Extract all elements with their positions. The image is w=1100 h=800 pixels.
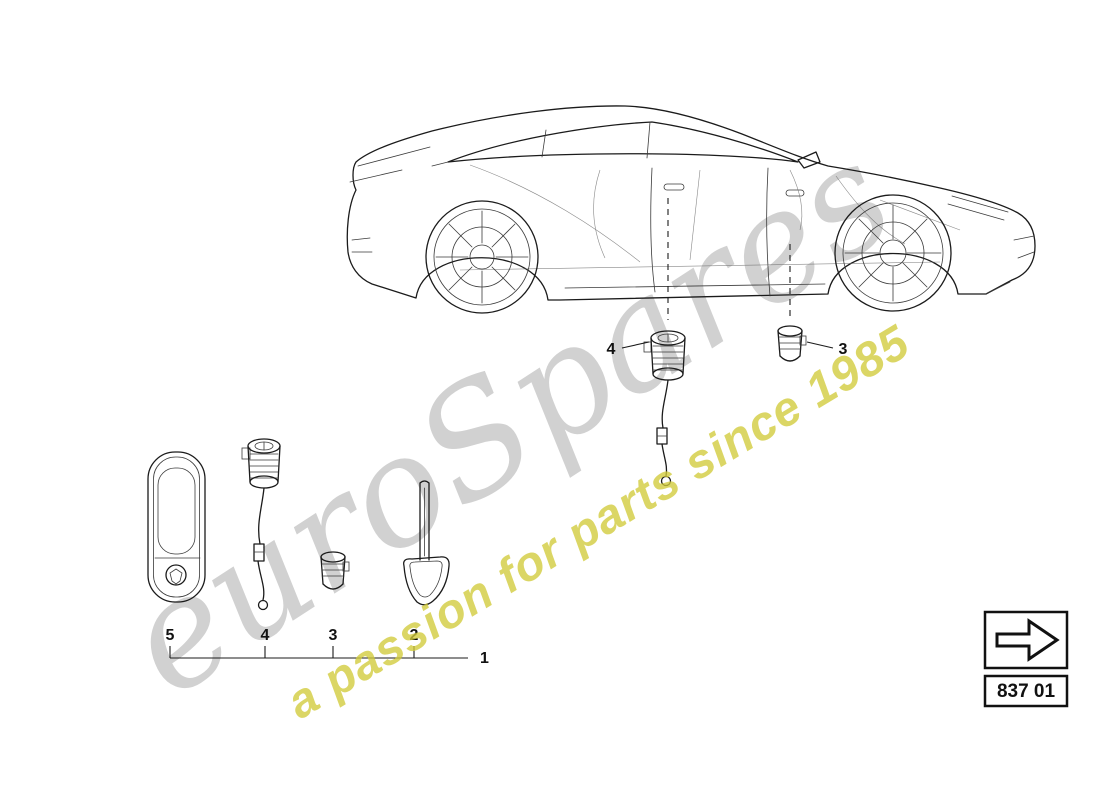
- callout-3-upper[interactable]: 3: [839, 341, 848, 358]
- lock-cable-upper: [661, 379, 669, 429]
- part-door-lock-with-cable-upper: [643, 330, 686, 487]
- door-seam-rear: [650, 167, 656, 293]
- side-mirror: [797, 151, 821, 169]
- barrel-ribs-lower: [321, 563, 345, 577]
- callout-leader-3-upper: [806, 341, 834, 349]
- b-pillar-line: [646, 121, 651, 159]
- callout-1-group[interactable]: 1: [480, 650, 489, 667]
- lock-body-ribs-upper: [652, 345, 684, 371]
- diagram-code-box: 837 01: [983, 674, 1069, 708]
- callout-leader-4-upper: [621, 341, 650, 349]
- key-logo-badge: [165, 564, 187, 586]
- door-handle-front: [785, 189, 805, 197]
- taillight-lines: [349, 169, 403, 253]
- part-lock-barrel-lower: [320, 551, 350, 590]
- headlight-lines: [947, 195, 1035, 295]
- cable-eyelet-lower: [257, 599, 269, 611]
- lock-cable-lower: [258, 487, 265, 545]
- car-glasshouse: [447, 121, 799, 163]
- cable-eyelet-upper: [660, 475, 672, 487]
- car-body-outline: [346, 105, 1036, 301]
- front-wheel: [834, 194, 952, 312]
- part-lock-barrel-upper: [777, 325, 807, 362]
- rocker-line: [564, 283, 826, 289]
- diagram-code: 837 01: [997, 681, 1056, 702]
- part-remote-key: [147, 451, 206, 603]
- forward-arrow-icon: [995, 618, 1060, 662]
- rear-spoiler-line: [357, 146, 431, 167]
- callout-bracket: [169, 646, 468, 659]
- next-diagram-button[interactable]: [983, 610, 1069, 670]
- rear-wheel-spokes: [435, 210, 529, 304]
- callout-5-lower[interactable]: 5: [166, 627, 175, 644]
- door-handle-rear: [663, 183, 685, 191]
- callout-4-upper[interactable]: 4: [607, 341, 616, 358]
- beltline: [431, 161, 449, 167]
- barrel-ribs-upper: [778, 336, 802, 350]
- rear-wheel: [425, 200, 539, 314]
- callout-2-lower[interactable]: 2: [410, 627, 419, 644]
- part-door-lock-with-cable-lower: [241, 438, 281, 611]
- callout-4-lower[interactable]: 4: [261, 627, 270, 644]
- c-pillar-line: [541, 129, 547, 158]
- part-key-blade: [403, 480, 450, 606]
- door-seam-front: [766, 167, 771, 297]
- car-wireframe: [346, 105, 1036, 314]
- callout-3-lower[interactable]: 3: [329, 627, 338, 644]
- front-wheel-spokes: [844, 204, 942, 302]
